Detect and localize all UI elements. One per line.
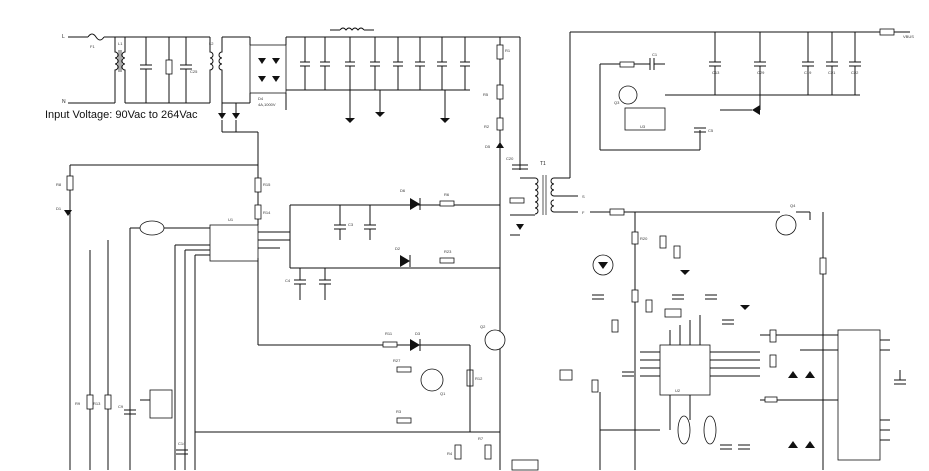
ntc-thermistor <box>139 220 165 236</box>
diode-d1-label: D1 <box>56 206 62 211</box>
ic-u1-label: U1 <box>228 217 234 222</box>
input-voltage-note: Input Voltage: 90Vac to 264Vac <box>45 109 198 121</box>
svg-text:C22: C22 <box>851 70 859 75</box>
resistor-r13-label: R13 <box>93 401 101 406</box>
optocoupler-primary <box>149 389 173 419</box>
resistor-r9-label: R9 <box>75 401 81 406</box>
input-section: L N F1 L1 <box>45 33 287 133</box>
cap-c3-label: C3 <box>348 222 354 227</box>
bridge-value: 4A,1000V <box>258 102 276 107</box>
node-label-s: S <box>582 194 585 199</box>
svg-text:C21: C21 <box>828 70 836 75</box>
svg-text:C13: C13 <box>712 70 720 75</box>
ground-symbol <box>440 118 450 123</box>
main-mosfet <box>484 329 506 351</box>
bulk-capacitor-bank <box>286 27 500 123</box>
resistor-r6-label: R6 <box>444 192 450 197</box>
resistor-r20-label: R20 <box>640 236 648 241</box>
bulk-cap-6 <box>415 37 425 90</box>
primary-controller: U1 R15 R14 R8 D1 R13 <box>56 132 500 470</box>
transistor-q1 <box>420 368 444 392</box>
cap-c4-label: C4 <box>285 278 291 283</box>
transistor-q1-label: Q1 <box>440 391 446 396</box>
node-label-f: F <box>582 210 585 215</box>
transformer-label: T1 <box>540 161 546 167</box>
mosfet-q2-label: Q2 <box>480 324 486 329</box>
ic-u2-label: U2 <box>675 388 681 393</box>
bulk-cap-1 <box>300 37 310 90</box>
resistor-r4-label: R4 <box>447 451 453 456</box>
diode-d5-label: D5 <box>485 144 491 149</box>
output-section: VBUS Q3 U3 C1 C5 C13 C29 C19 C21 C22 <box>569 28 914 178</box>
ntc-thermistor <box>703 415 717 445</box>
bulk-cap-3 <box>345 37 355 90</box>
resistor-r14-label: R14 <box>263 210 271 215</box>
gate-drive: R11 D3 Q1 R27 R3 R12 Q2 R4 R7 <box>257 258 539 471</box>
resistor-r11-label: R11 <box>385 331 393 336</box>
bridge-label: D4 <box>258 96 264 101</box>
output-switch-mosfet <box>775 214 797 236</box>
resistor-r23-label: R23 <box>444 249 452 254</box>
resistor-r5-label: R5 <box>483 92 489 97</box>
diode-d2-label: D2 <box>395 246 401 251</box>
bulk-cap-7 <box>437 37 447 90</box>
ground-symbol <box>375 112 385 117</box>
resistor-r2-label: R2 <box>484 124 490 129</box>
cap-c14-label: C14 <box>178 441 186 446</box>
usb-pd-interface-ic <box>837 329 881 461</box>
ground-symbol <box>345 118 355 123</box>
secondary-control: Q4 R20 U2 <box>559 203 906 470</box>
bulk-cap-8 <box>460 37 470 90</box>
choke-l2: L2 <box>209 37 223 103</box>
node-label-vbus: VBUS <box>903 34 914 39</box>
bus-inductor <box>339 27 365 31</box>
resistor-r3-label: R3 <box>396 409 402 414</box>
sync-rectifier-mosfet <box>618 85 638 105</box>
output-cap-c29: C29 <box>754 32 766 95</box>
input-filter-caps: C25 <box>140 37 198 103</box>
output-cap-c19: C19 <box>802 32 814 95</box>
cap-c20-label: C20 <box>506 156 514 161</box>
choke-l2-label: L2 <box>209 41 214 46</box>
resistor-r12-label: R12 <box>475 376 483 381</box>
resistor-r15-label: R15 <box>263 182 271 187</box>
bulk-cap-5 <box>393 37 403 90</box>
sync-rectifier-controller <box>624 107 666 131</box>
fuse-symbol <box>87 33 105 41</box>
resistor-r1-label: R1 <box>505 48 511 53</box>
resistor-r8-label: R8 <box>56 182 62 187</box>
cap-c5-label: C5 <box>708 128 714 133</box>
cap-c9-label: C9 <box>118 404 124 409</box>
output-cap-c21: C21 <box>826 32 838 95</box>
svg-text:C19: C19 <box>804 70 812 75</box>
diode-d3-label: D3 <box>415 331 421 336</box>
diode-d6-label: D6 <box>400 188 406 193</box>
node-label-n: N <box>62 99 66 105</box>
output-cap-c13: C13 <box>709 32 721 95</box>
flyback-transformer: T1 S F <box>509 161 585 236</box>
svg-text:C29: C29 <box>757 70 765 75</box>
bridge-rectifier: D4 4A,1000V <box>249 44 287 107</box>
ntc-thermistor <box>677 415 691 445</box>
mosfet-q3-label: Q3 <box>614 100 620 105</box>
cap-c1-label: C1 <box>652 52 658 57</box>
resistor-r7-label: R7 <box>478 436 484 441</box>
ic-u3-label: U3 <box>640 124 646 129</box>
bulk-cap-2 <box>320 37 330 90</box>
pwm-controller-ic <box>209 224 259 262</box>
output-diode <box>752 105 760 115</box>
node-label-l: L <box>62 34 65 40</box>
primary-clamp: R1 R5 R2 D5 C20 <box>483 36 528 470</box>
output-cap-c22: C22 <box>849 32 861 95</box>
fuse-label: F1 <box>90 44 95 49</box>
cap-c25-label: C25 <box>190 69 198 74</box>
mosfet-q4-label: Q4 <box>790 203 796 208</box>
secondary-controller-ic <box>659 344 711 396</box>
bulk-cap-4 <box>370 37 380 90</box>
aux-supply: D6 R6 D2 R23 C3 C4 <box>285 188 455 300</box>
choke-l1: L1 <box>114 37 126 103</box>
resistor-r27-label: R27 <box>393 358 401 363</box>
choke-l1-label: L1 <box>118 41 123 46</box>
